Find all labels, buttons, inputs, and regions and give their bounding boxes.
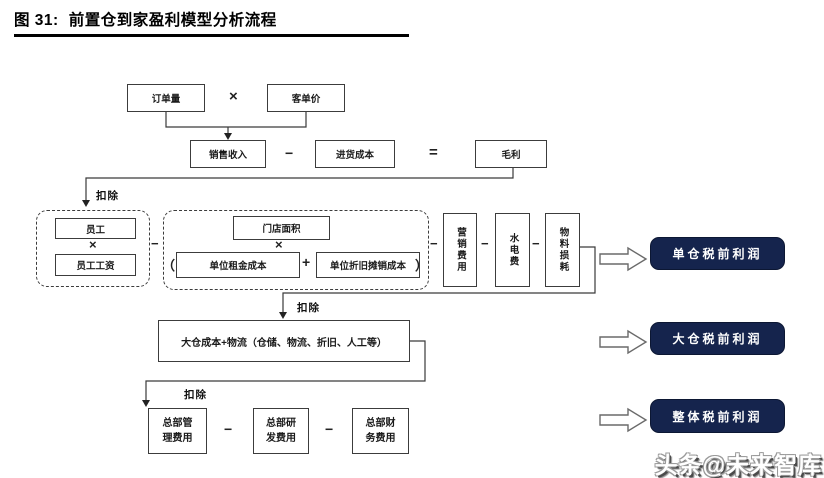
node-staff-label: 员工 [85, 224, 105, 236]
connector-merge-top-row [165, 112, 307, 128]
node-unit-depreciation-cost-label: 单位折旧摊销成本 [329, 261, 406, 272]
node-sales-revenue-label: 销售收入 [208, 150, 247, 161]
figure-title-text: 前置仓到家盈利模型分析流程 [68, 12, 277, 29]
paren-open: （ [162, 258, 176, 273]
result-single-warehouse-label: 单仓税前利润 [672, 247, 763, 261]
node-store-area-label: 门店面积 [262, 224, 301, 235]
node-material-loss-label: 物料损耗 [557, 227, 569, 273]
group-staff-cost [36, 210, 150, 287]
block-arrow-icon-single-warehouse [599, 246, 648, 272]
arrowhead-dc-cost [279, 312, 287, 319]
node-avg-order-value-label: 客单价 [291, 94, 321, 105]
result-overall-label: 整体税前利润 [672, 409, 763, 424]
multiply-operator-store: × [275, 237, 283, 252]
multiply-operator-top: × [229, 88, 238, 105]
node-dc-cost-label: 大仓成本+物流（仓储、物流、折旧、人工等） [181, 337, 387, 349]
node-order-volume-label: 订单量 [151, 94, 181, 105]
plus-operator: + [302, 254, 311, 270]
deduct-label-2: 扣除 [297, 302, 320, 314]
figure-title: 图 31: 前置仓到家盈利模型分析流程 [14, 8, 277, 30]
node-marketing-expense-label: 营销费用 [455, 227, 466, 273]
group-store-cost [163, 210, 429, 290]
result-overall-pretax-profit: 整体税前利润 [650, 399, 785, 433]
node-hq-rd-expense: 总部研发费用 [253, 408, 309, 454]
connector-dc-deduct [145, 340, 426, 401]
node-purchase-cost: 进货成本 [315, 140, 395, 168]
node-staff-wage-label: 员工工资 [76, 261, 115, 272]
node-sales-revenue: 销售收入 [190, 140, 266, 168]
watermark-text: 头条@未来智库 [654, 452, 822, 478]
node-order-volume: 订单量 [127, 84, 205, 112]
connector-gross-profit-deduct [85, 168, 514, 201]
title-underline [14, 34, 409, 37]
figure-label: 图 31: [14, 12, 59, 29]
node-gross-profit-label: 毛利 [501, 150, 521, 161]
node-gross-profit: 毛利 [475, 140, 547, 168]
result-dc-label: 大仓税前利润 [672, 332, 763, 346]
minus-operator-marketing: − [430, 236, 438, 251]
arrowhead-sales-revenue [224, 133, 232, 140]
node-hq-finance-expense: 总部财务费用 [352, 408, 409, 454]
connector-expression-deduct [282, 246, 596, 313]
node-material-loss: 物料损耗 [545, 213, 580, 287]
arrowhead-staff-group [82, 200, 90, 207]
arrowhead-hq-admin [142, 400, 150, 407]
deduct-label-3: 扣除 [184, 389, 207, 401]
node-hq-finance-label: 总部财务费用 [365, 417, 396, 445]
node-avg-order-value: 客单价 [267, 84, 345, 112]
node-utilities-expense: 水电费 [495, 213, 530, 287]
node-staff-wage: 员工工资 [55, 254, 136, 276]
node-unit-rent-cost-label: 单位租金成本 [209, 261, 267, 272]
node-store-area: 门店面积 [233, 216, 330, 240]
minus-operator-hq2: − [325, 421, 334, 437]
node-hq-rd-label: 总部研发费用 [266, 417, 296, 445]
minus-operator-row2: − [285, 145, 294, 161]
node-utilities-expense-label: 水电费 [507, 232, 519, 268]
node-hq-admin-expense: 总部管理费用 [148, 408, 207, 454]
block-arrow-icon-overall [599, 407, 648, 433]
minus-operator-hq1: − [224, 421, 233, 437]
minus-operator-groups: − [151, 236, 159, 251]
node-hq-admin-label: 总部管理费用 [162, 417, 193, 445]
deduct-label-1: 扣除 [96, 190, 119, 202]
node-purchase-cost-label: 进货成本 [335, 150, 374, 161]
minus-operator-utilities: − [481, 236, 489, 251]
node-unit-depreciation-cost: 单位折旧摊销成本 [316, 252, 420, 278]
node-staff: 员工 [55, 218, 136, 239]
result-dc-pretax-profit: 大仓税前利润 [650, 322, 785, 355]
node-dc-cost: 大仓成本+物流（仓储、物流、折旧、人工等） [158, 320, 410, 362]
result-single-warehouse-pretax-profit: 单仓税前利润 [650, 237, 785, 270]
node-unit-rent-cost: 单位租金成本 [176, 252, 300, 278]
multiply-operator-staff: × [89, 237, 97, 252]
block-arrow-icon-dc [599, 329, 648, 355]
minus-operator-material: − [532, 236, 540, 251]
paren-close: ） [415, 258, 429, 273]
equals-operator: = [429, 144, 438, 161]
node-marketing-expense: 营销费用 [443, 213, 477, 287]
